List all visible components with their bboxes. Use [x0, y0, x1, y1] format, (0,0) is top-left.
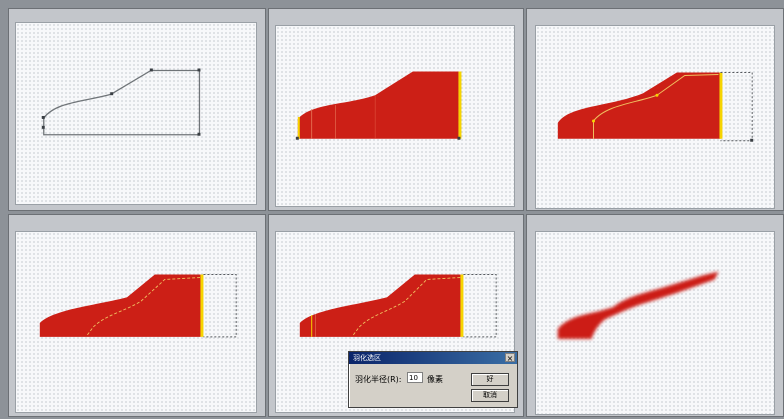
red-filled-shape	[300, 275, 461, 337]
feather-radius-label: 羽化半径(R):	[355, 374, 402, 385]
dashed-selection	[463, 275, 496, 337]
feather-dialog: 羽化选区 × 羽化半径(R): 像素 好 取消	[348, 351, 518, 408]
dashed-selection	[203, 275, 236, 337]
unit-label: 像素	[427, 374, 443, 385]
panel-4-path-selection	[8, 214, 266, 417]
red-filled-shape	[40, 275, 201, 337]
anchor-point	[750, 139, 753, 142]
feather-radius-input[interactable]	[407, 372, 423, 383]
anchor-point	[150, 68, 153, 71]
car-path-outline	[44, 70, 200, 134]
anchor-point	[655, 94, 658, 97]
yellow-edge	[460, 275, 463, 337]
dialog-titlebar[interactable]: 羽化选区 ×	[349, 352, 517, 364]
red-filled-shape	[298, 71, 459, 138]
anchor-point	[457, 137, 460, 140]
cancel-button[interactable]: 取消	[471, 389, 509, 402]
panel-3-filled-with-path	[526, 8, 784, 211]
yellow-edge	[458, 71, 461, 138]
canvas-4	[15, 231, 257, 413]
anchor-point	[42, 116, 45, 119]
canvas-6	[535, 231, 775, 415]
path-outline-drawing	[16, 23, 256, 204]
anchor-point	[110, 92, 113, 95]
canvas-1	[15, 22, 257, 205]
anchor-point	[197, 133, 200, 136]
dashed-selection	[720, 72, 752, 140]
path-selection-drawing	[16, 232, 256, 412]
feathered-shape	[558, 272, 719, 339]
yellow-edge	[719, 72, 722, 138]
canvas-3	[535, 25, 775, 209]
anchor-point	[197, 68, 200, 71]
red-filled-shape	[558, 72, 721, 138]
canvas-2	[275, 25, 515, 207]
panel-1-path-outline	[8, 8, 266, 211]
close-icon[interactable]: ×	[505, 353, 515, 362]
panel-2-filled-shape	[268, 8, 524, 211]
anchor-point	[42, 126, 45, 129]
anchor-point	[592, 119, 595, 122]
panel-6-feathered-result	[526, 214, 784, 417]
anchor-point	[296, 137, 299, 140]
filled-with-path-drawing	[536, 26, 774, 208]
yellow-edge	[200, 275, 203, 337]
ok-button[interactable]: 好	[471, 373, 509, 386]
dialog-title: 羽化选区	[353, 354, 381, 362]
filled-shape-drawing	[276, 26, 514, 206]
feathered-result-drawing	[536, 232, 774, 414]
yellow-edge	[298, 117, 300, 139]
